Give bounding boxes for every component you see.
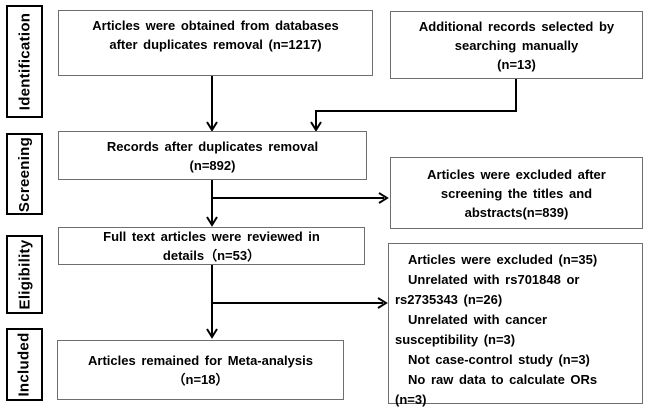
box-line: screening the titles and [440,185,593,201]
box-line: searching manually [454,37,579,53]
box-additional-records: Additional records selected by searching… [390,11,643,79]
box-articles-obtained: Articles were obtained from databases af… [58,10,373,76]
stage-screening: Screening [6,133,43,215]
stage-screening-label: Screening [16,136,34,212]
box-line: (n=892) [189,157,236,173]
box-line: abstracts(n=839) [464,204,569,220]
arrow-to-excluded-fulltext [212,297,388,309]
box-line: Additional records selected by [418,18,615,34]
box-excluded-full-text: Articles were excluded (n=35) Unrelated … [388,243,643,407]
stage-eligibility-label: Eligibility [16,239,34,310]
box-line: Unrelated with cancer [408,312,548,327]
box-line: No raw data to calculate ORs [408,372,598,387]
stage-identification-label: Identification [16,12,34,111]
arrow-duplicates-to-fulltext [206,180,218,227]
stage-eligibility: Eligibility [6,235,43,314]
box-line: Unrelated with rs701848 or [408,272,580,287]
arrow-additional-to-duplicates [310,79,517,132]
stage-included-label: Included [16,332,34,397]
box-line: （n=18） [172,372,229,387]
box-line: after duplicates removal (n=1217) [109,37,322,52]
box-line: susceptibility (n=3) [395,332,516,347]
box-line: (n=13) [497,56,536,72]
box-line: Full text articles were reviewed in [103,229,320,244]
box-line: Records after duplicates removal [106,138,319,154]
arrow-to-excluded-screening [211,192,389,204]
box-line: rs2735343 (n=26) [395,292,503,307]
box-line: Not case-control study (n=3) [408,352,590,367]
box-line: (n=3) [395,392,427,407]
box-remained-meta-analysis: Articles remained for Meta-analysis （n=1… [57,340,344,400]
box-line: Articles were obtained from databases [92,18,339,33]
box-records-after-duplicates: Records after duplicates removal (n=892) [58,131,367,180]
stage-included: Included [6,328,43,401]
arrow-fulltext-to-included [206,265,218,339]
box-full-text-reviewed: Full text articles were reviewed in deta… [58,227,365,265]
box-line: Articles were excluded after [427,166,606,182]
box-line: Articles were excluded (n=35) [408,252,598,267]
stage-identification: Identification [6,5,43,118]
arrow-obtained-to-duplicates [206,76,218,132]
box-line: details（n=53） [162,248,261,263]
box-line: Articles remained for Meta-analysis [88,353,313,368]
box-excluded-screening: Articles were excluded after screening t… [390,157,643,229]
